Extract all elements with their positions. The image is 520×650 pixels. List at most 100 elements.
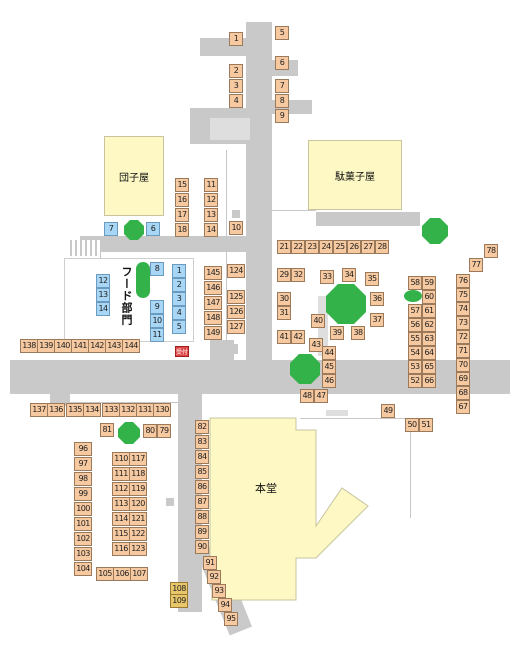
stall-35[interactable]: 35 <box>365 272 379 286</box>
stall-77[interactable]: 77 <box>469 258 483 272</box>
stall-51[interactable]: 51 <box>419 418 433 432</box>
stall-10[interactable]: 10 <box>229 221 243 235</box>
stall-66[interactable]: 66 <box>422 374 436 388</box>
building-dangoya[interactable]: 団子屋 <box>104 136 164 216</box>
stall-15[interactable]: 15 <box>175 178 189 192</box>
stall-33[interactable]: 33 <box>320 270 334 284</box>
stall-16[interactable]: 16 <box>175 193 189 207</box>
stall-99[interactable]: 99 <box>74 487 92 501</box>
stall-91[interactable]: 91 <box>203 556 217 570</box>
stall-74[interactable]: 74 <box>456 302 470 316</box>
stall-9[interactable]: 9 <box>275 109 289 123</box>
stall-58[interactable]: 58 <box>408 276 422 290</box>
stall-110[interactable]: 110 <box>112 452 130 466</box>
stall-104[interactable]: 104 <box>74 562 92 576</box>
stall-7[interactable]: 7 <box>275 79 289 93</box>
stall-45[interactable]: 45 <box>322 360 336 374</box>
stall-23[interactable]: 23 <box>305 240 319 254</box>
stall-food-13[interactable]: 13 <box>96 288 110 302</box>
stall-26[interactable]: 26 <box>347 240 361 254</box>
stall-149[interactable]: 149 <box>204 326 222 340</box>
stall-3[interactable]: 3 <box>229 79 243 93</box>
stall-126[interactable]: 126 <box>227 305 245 319</box>
stall-80[interactable]: 80 <box>143 424 157 438</box>
stall-133[interactable]: 133 <box>102 403 120 417</box>
stall-61[interactable]: 61 <box>422 304 436 318</box>
stall-120[interactable]: 120 <box>129 497 147 511</box>
stall-111[interactable]: 111 <box>112 467 130 481</box>
stall-148[interactable]: 148 <box>204 311 222 325</box>
stall-95[interactable]: 95 <box>224 612 238 626</box>
stall-11[interactable]: 11 <box>204 178 218 192</box>
stall-12[interactable]: 12 <box>204 193 218 207</box>
stall-40[interactable]: 40 <box>311 314 325 328</box>
stall-food-4[interactable]: 4 <box>172 306 186 320</box>
stall-135[interactable]: 135 <box>66 403 84 417</box>
stall-92[interactable]: 92 <box>207 570 221 584</box>
stall-69[interactable]: 69 <box>456 372 470 386</box>
stall-57[interactable]: 57 <box>408 304 422 318</box>
stall-116[interactable]: 116 <box>112 542 130 556</box>
stall-32[interactable]: 32 <box>291 268 305 282</box>
stall-76[interactable]: 76 <box>456 274 470 288</box>
stall-94[interactable]: 94 <box>218 598 232 612</box>
stall-24[interactable]: 24 <box>319 240 333 254</box>
stall-46[interactable]: 46 <box>322 374 336 388</box>
stall-82[interactable]: 82 <box>195 420 209 434</box>
reception-booth[interactable]: 受付 <box>175 346 189 357</box>
stall-114[interactable]: 114 <box>112 512 130 526</box>
stall-65[interactable]: 65 <box>422 360 436 374</box>
stall-146[interactable]: 146 <box>204 281 222 295</box>
stall-87[interactable]: 87 <box>195 495 209 509</box>
stall-68[interactable]: 68 <box>456 386 470 400</box>
stall-137[interactable]: 137 <box>30 403 48 417</box>
stall-117[interactable]: 117 <box>129 452 147 466</box>
building-dagashiya[interactable]: 駄菓子屋 <box>308 140 402 210</box>
stall-8[interactable]: 8 <box>275 94 289 108</box>
stall-88[interactable]: 88 <box>195 510 209 524</box>
stall-food-7[interactable]: 7 <box>104 222 118 236</box>
stall-130[interactable]: 130 <box>153 403 171 417</box>
stall-food-1[interactable]: 1 <box>172 264 186 278</box>
stall-food-11[interactable]: 11 <box>150 328 164 342</box>
stall-85[interactable]: 85 <box>195 465 209 479</box>
stall-105[interactable]: 105 <box>96 567 114 581</box>
stall-food-6[interactable]: 6 <box>146 222 160 236</box>
stall-81[interactable]: 81 <box>100 423 114 437</box>
stall-144[interactable]: 144 <box>122 339 140 353</box>
stall-123[interactable]: 123 <box>129 542 147 556</box>
stall-1[interactable]: 1 <box>229 32 243 46</box>
stall-134[interactable]: 134 <box>83 403 101 417</box>
stall-102[interactable]: 102 <box>74 532 92 546</box>
stall-70[interactable]: 70 <box>456 358 470 372</box>
stall-25[interactable]: 25 <box>333 240 347 254</box>
stall-84[interactable]: 84 <box>195 450 209 464</box>
stall-147[interactable]: 147 <box>204 296 222 310</box>
stall-food-8[interactable]: 8 <box>150 262 164 276</box>
stall-55[interactable]: 55 <box>408 332 422 346</box>
stall-4[interactable]: 4 <box>229 94 243 108</box>
stall-121[interactable]: 121 <box>129 512 147 526</box>
stall-131[interactable]: 131 <box>136 403 154 417</box>
stall-145[interactable]: 145 <box>204 266 222 280</box>
stall-31[interactable]: 31 <box>277 306 291 320</box>
stall-18[interactable]: 18 <box>175 223 189 237</box>
stall-30[interactable]: 30 <box>277 292 291 306</box>
stall-108[interactable]: 108 <box>170 582 188 596</box>
stall-78[interactable]: 78 <box>484 244 498 258</box>
stall-140[interactable]: 140 <box>54 339 72 353</box>
stall-56[interactable]: 56 <box>408 318 422 332</box>
stall-54[interactable]: 54 <box>408 346 422 360</box>
stall-52[interactable]: 52 <box>408 374 422 388</box>
stall-132[interactable]: 132 <box>119 403 137 417</box>
stall-48[interactable]: 48 <box>300 389 314 403</box>
stall-136[interactable]: 136 <box>47 403 65 417</box>
stall-food-9[interactable]: 9 <box>150 300 164 314</box>
stall-86[interactable]: 86 <box>195 480 209 494</box>
stall-59[interactable]: 59 <box>422 276 436 290</box>
stall-138[interactable]: 138 <box>20 339 38 353</box>
stall-2[interactable]: 2 <box>229 64 243 78</box>
stall-41[interactable]: 41 <box>277 330 291 344</box>
stall-124[interactable]: 124 <box>227 264 245 278</box>
stall-79[interactable]: 79 <box>157 424 171 438</box>
